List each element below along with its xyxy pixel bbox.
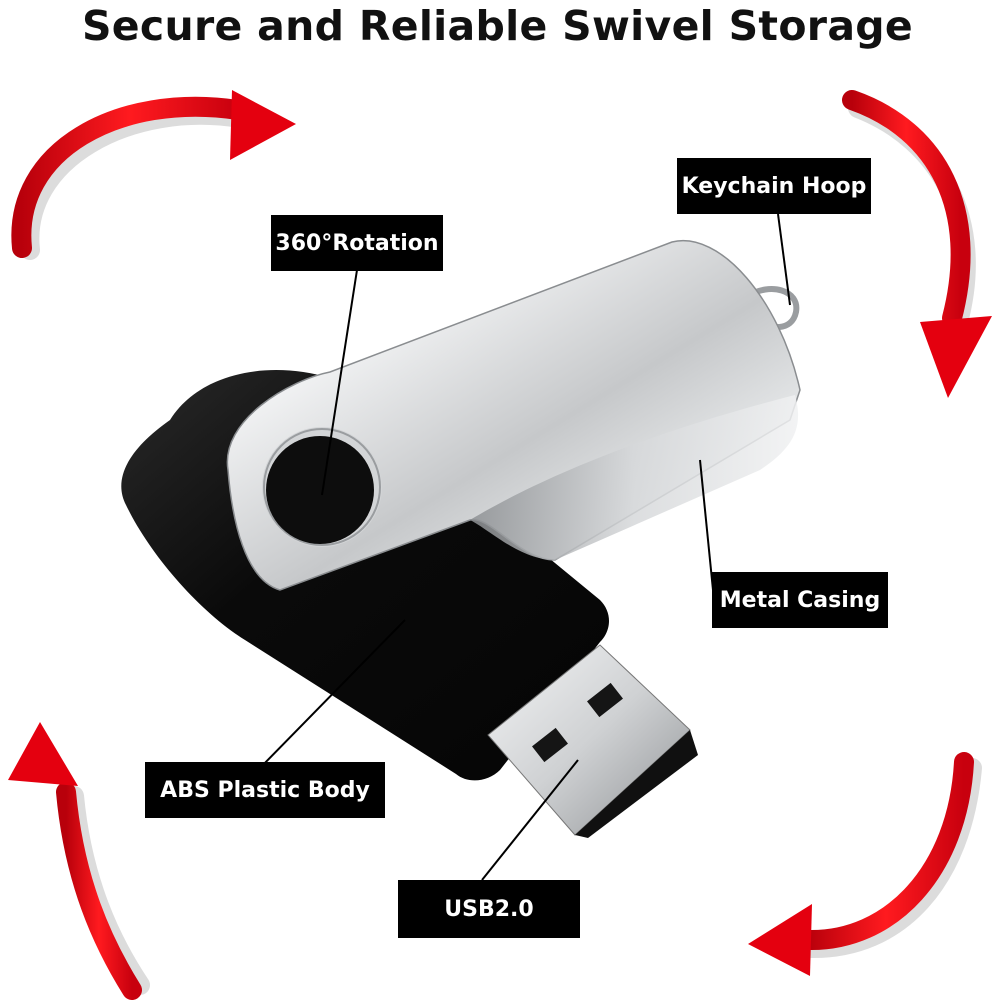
metal-casing-label: Metal Casing bbox=[712, 572, 888, 628]
metal-casing bbox=[226, 239, 801, 591]
rotation-arrow-icon bbox=[748, 752, 982, 976]
usb-label: USB2.0 bbox=[398, 880, 580, 938]
rotation-label: 360°Rotation bbox=[271, 215, 443, 271]
rotation-arrow-icon bbox=[842, 90, 992, 398]
callout-lines bbox=[257, 213, 791, 881]
rotation-arrow-icon bbox=[11, 90, 296, 260]
abs-plastic-body-label: ABS Plastic Body bbox=[145, 762, 385, 818]
keychain-hoop-label: Keychain Hoop bbox=[677, 158, 871, 214]
page-title: Secure and Reliable Swivel Storage bbox=[81, 2, 914, 50]
usb-plug bbox=[487, 644, 698, 838]
rotation-arrow-icon bbox=[8, 722, 150, 1000]
